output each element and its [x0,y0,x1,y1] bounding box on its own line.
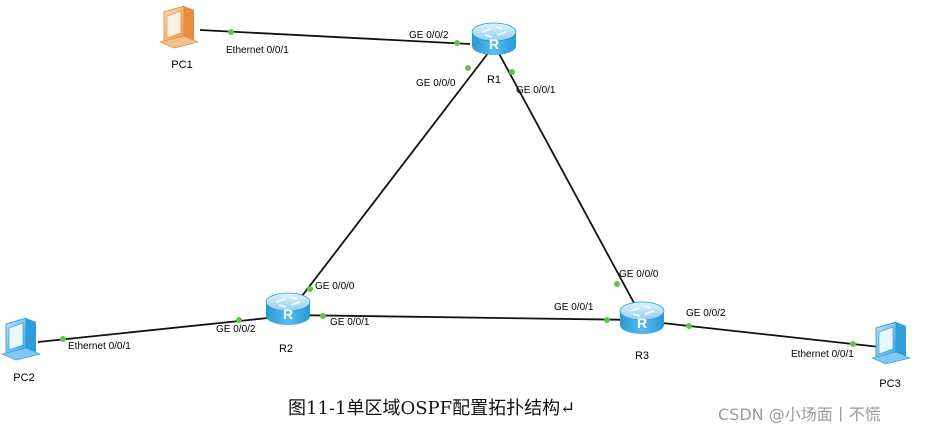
link-r1-r3 [495,47,641,315]
router-icon[interactable] [265,292,311,326]
link-r2-r3 [288,314,641,321]
router-label-r3: R3 [635,350,649,362]
figure-caption: 图11-1单区域OSPF配置拓扑结构↵ [288,398,575,419]
router-icon[interactable] [619,301,665,335]
link-r3-pc3 [661,322,881,348]
port-label-r2-ge001: GE 0/0/1 [330,317,370,328]
port-label-r2-ge002: GE 0/0/2 [216,324,256,335]
link-pc1-r1 [199,29,471,45]
link-r1-r2 [288,47,493,314]
port-label-r2-ge000: GE 0/0/0 [315,281,355,292]
router-icon[interactable] [471,22,517,56]
port-label-r1-ge002: GE 0/0/2 [409,30,449,41]
pc-label-pc1: PC1 [171,59,192,71]
port-label-r1-ge000: GE 0/0/0 [416,78,456,89]
port-label-pc3-eth: Ethernet 0/0/1 [791,349,854,360]
router-label-r1: R1 [487,74,501,86]
pc-icon[interactable] [1,317,41,361]
port-label-pc2-eth: Ethernet 0/0/1 [68,341,131,352]
router-label-r2: R2 [279,343,293,355]
pc-label-pc3: PC3 [879,378,900,390]
watermark: CSDN @小场面丨不慌 [718,405,881,424]
port-label-r1-ge001: GE 0/0/1 [516,85,556,96]
link-pc2-r2 [37,317,269,343]
port-label-r3-ge002: GE 0/0/2 [686,308,726,319]
pc-icon[interactable] [159,5,199,49]
port-dots [60,29,856,347]
pc-icon[interactable] [871,321,911,365]
port-label-r3-ge000: GE 0/0/0 [619,269,659,280]
pc-label-pc2: PC2 [13,372,34,384]
port-label-pc1-eth: Ethernet 0/0/1 [226,45,289,56]
port-label-r3-ge001: GE 0/0/1 [554,302,594,313]
